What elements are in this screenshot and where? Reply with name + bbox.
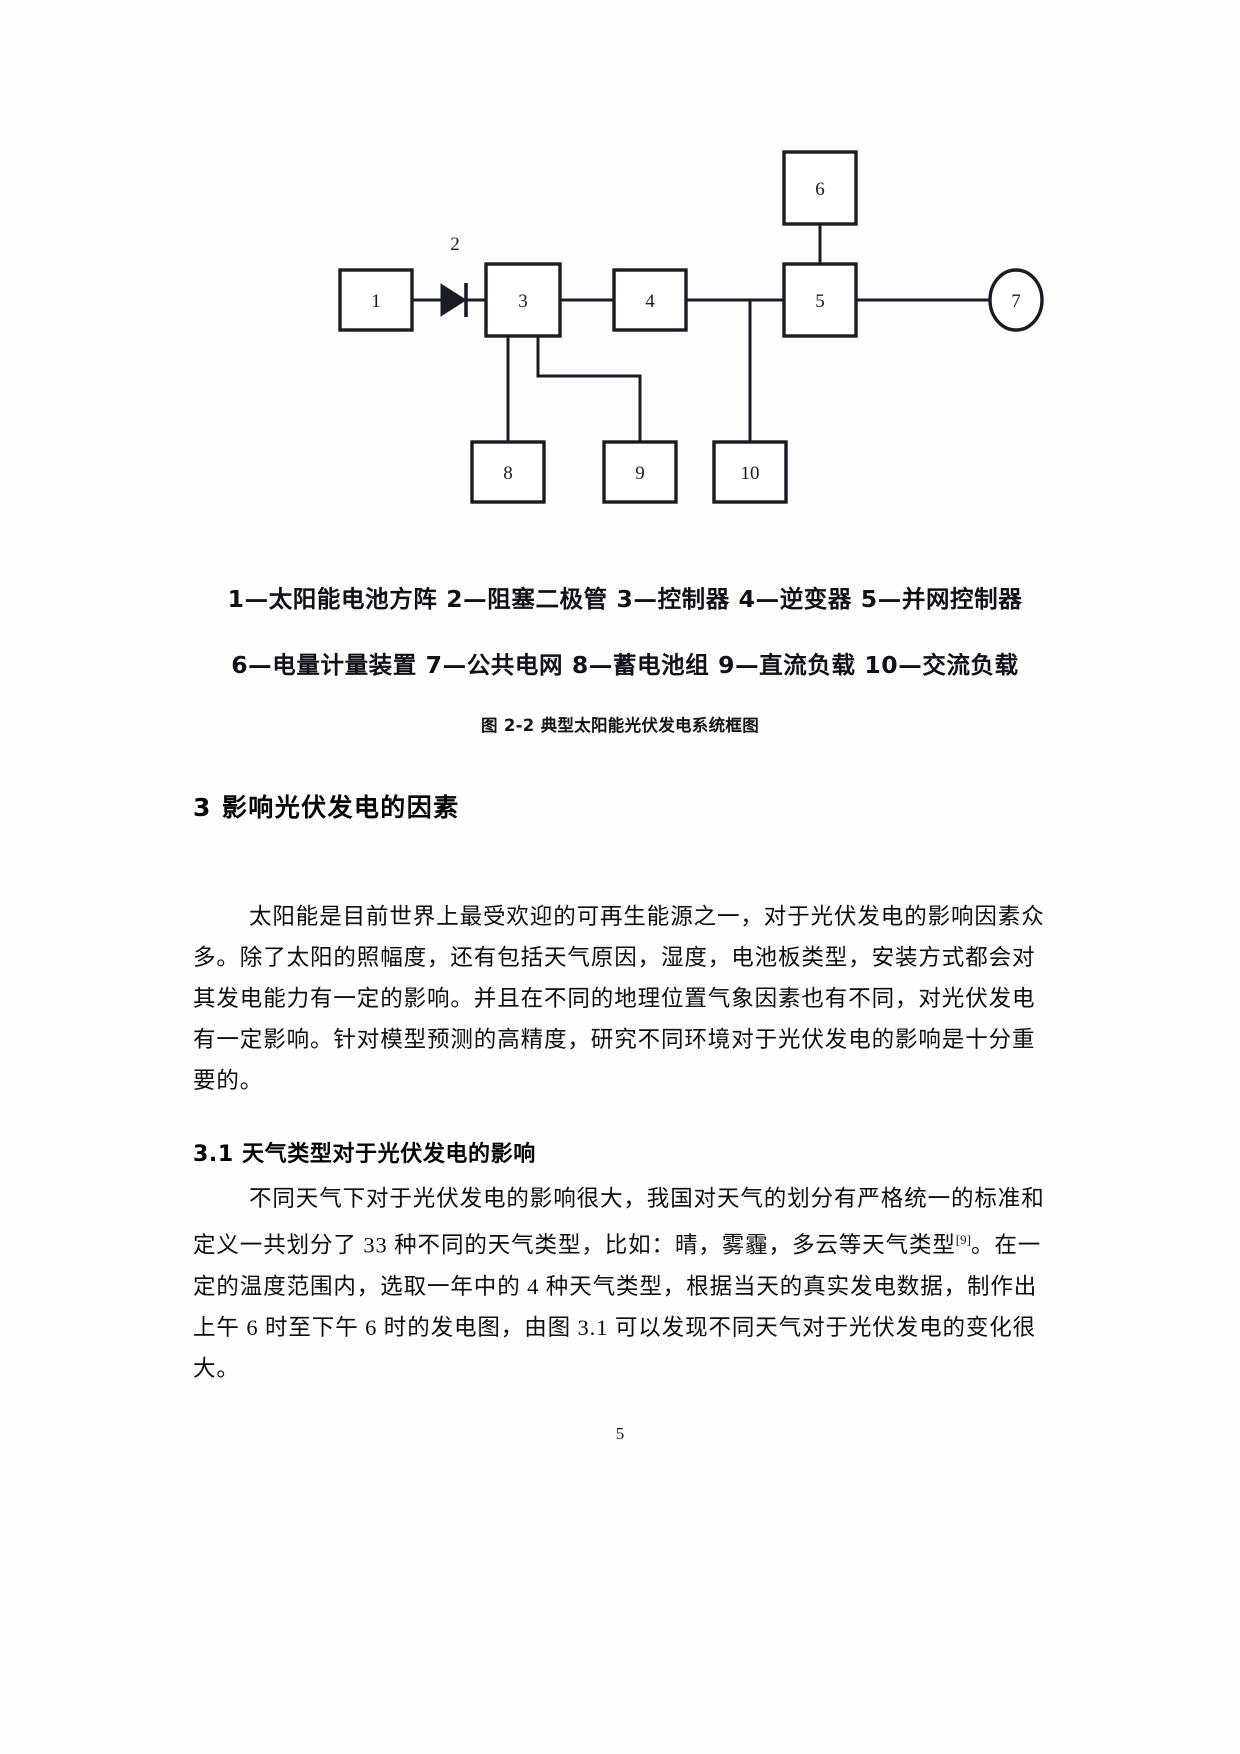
node-box-9 <box>602 440 678 504</box>
node-box-1 <box>338 268 414 332</box>
heading-section-3: 3 影响光伏发电的因素 <box>193 793 460 822</box>
paragraph-line: 有一定影响。针对模型预测的高精度，研究不同环境对于光伏发电的影响是十分重 <box>193 1027 1036 1052</box>
paragraph-line: 多。除了太阳的照幅度，还有包括天气原因，湿度，电池板类型，安装方式都会对 <box>193 945 1036 970</box>
paragraph-line: 大。 <box>193 1355 240 1381</box>
node-box-10 <box>712 440 788 504</box>
node-box-5 <box>782 262 858 338</box>
paragraph-line: 定的温度范围内，选取一年中的 4 种天气类型，根据当天的真实发电数据，制作出 <box>193 1273 1038 1299</box>
paragraph-line-tail: 。在一 <box>970 1232 1042 1258</box>
paragraph-line: 要的。 <box>193 1068 264 1093</box>
node-label-6: 6 <box>815 179 825 200</box>
node-box-3 <box>484 262 562 338</box>
node-circle-7 <box>988 268 1044 332</box>
pv-system-block-diagram: 1 2 3 4 5 6 7 8 9 10 <box>338 150 1044 504</box>
paragraph-line-text: 定义一共划分了 33 种不同的天气类型，比如：晴，雾霾，多云等天气类型 <box>193 1232 956 1258</box>
paragraph-section-3-1-body: 不同天气下对于光伏发电的影响很大，我国对天气的划分有严格统一的标准和 定义一共划… <box>193 1178 1055 1389</box>
node-label-1: 1 <box>371 291 381 312</box>
citation-marker: [9] <box>955 1232 971 1247</box>
node-box-6 <box>782 150 858 226</box>
node-label-7: 7 <box>1011 291 1021 312</box>
diode-symbol <box>440 283 468 317</box>
node-label-9: 9 <box>635 463 645 484</box>
paragraph-line: 太阳能是目前世界上最受欢迎的可再生能源之一，对于光伏发电的影响因素众 <box>249 904 1045 929</box>
figure-legend: 1—太阳能电池方阵 2—阻塞二极管 3—控制器 4—逆变器 5—并网控制器 6—… <box>190 585 1060 679</box>
paragraph-section-3-intro: 太阳能是目前世界上最受欢迎的可再生能源之一，对于光伏发电的影响因素众 多。除了太… <box>193 896 1055 1101</box>
figure-2-2-diagram: 1 2 3 4 5 6 7 8 9 10 <box>190 120 1050 540</box>
paragraph-line: 不同天气下对于光伏发电的影响很大，我国对天气的划分有严格统一的标准和 <box>249 1186 1045 1211</box>
node-label-4: 4 <box>645 291 655 312</box>
edge-3-to-9 <box>536 334 642 444</box>
node-box-8 <box>470 440 546 504</box>
paragraph-line: 上午 6 时至下午 6 时的发电图，由图 3.1 可以发现不同天气对于光伏发电的… <box>193 1314 1037 1340</box>
legend-line-2: 6—电量计量装置 7—公共电网 8—蓄电池组 9—直流负载 10—交流负载 <box>231 650 1019 679</box>
heading-section-3-1: 3.1 天气类型对于光伏发电的影响 <box>193 1142 536 1167</box>
legend-line-1: 1—太阳能电池方阵 2—阻塞二极管 3—控制器 4—逆变器 5—并网控制器 <box>227 585 1023 613</box>
node-label-2: 2 <box>450 234 460 255</box>
paragraph-line: 其发电能力有一定的影响。并且在不同的地理位置气象因素也有不同，对光伏发电 <box>193 986 1036 1011</box>
page-number: 5 <box>615 1424 625 1443</box>
node-label-5: 5 <box>815 291 825 312</box>
figure-caption: 图 2-2 典型太阳能光伏发电系统框图 <box>481 716 759 735</box>
paragraph-line-with-citation: 定义一共划分了 33 种不同的天气类型，比如：晴，雾霾，多云等天气类型[9]。在… <box>193 1219 1055 1266</box>
node-label-10: 10 <box>741 463 760 484</box>
node-label-8: 8 <box>503 463 513 484</box>
node-box-4 <box>612 268 688 332</box>
node-label-3: 3 <box>518 291 528 312</box>
